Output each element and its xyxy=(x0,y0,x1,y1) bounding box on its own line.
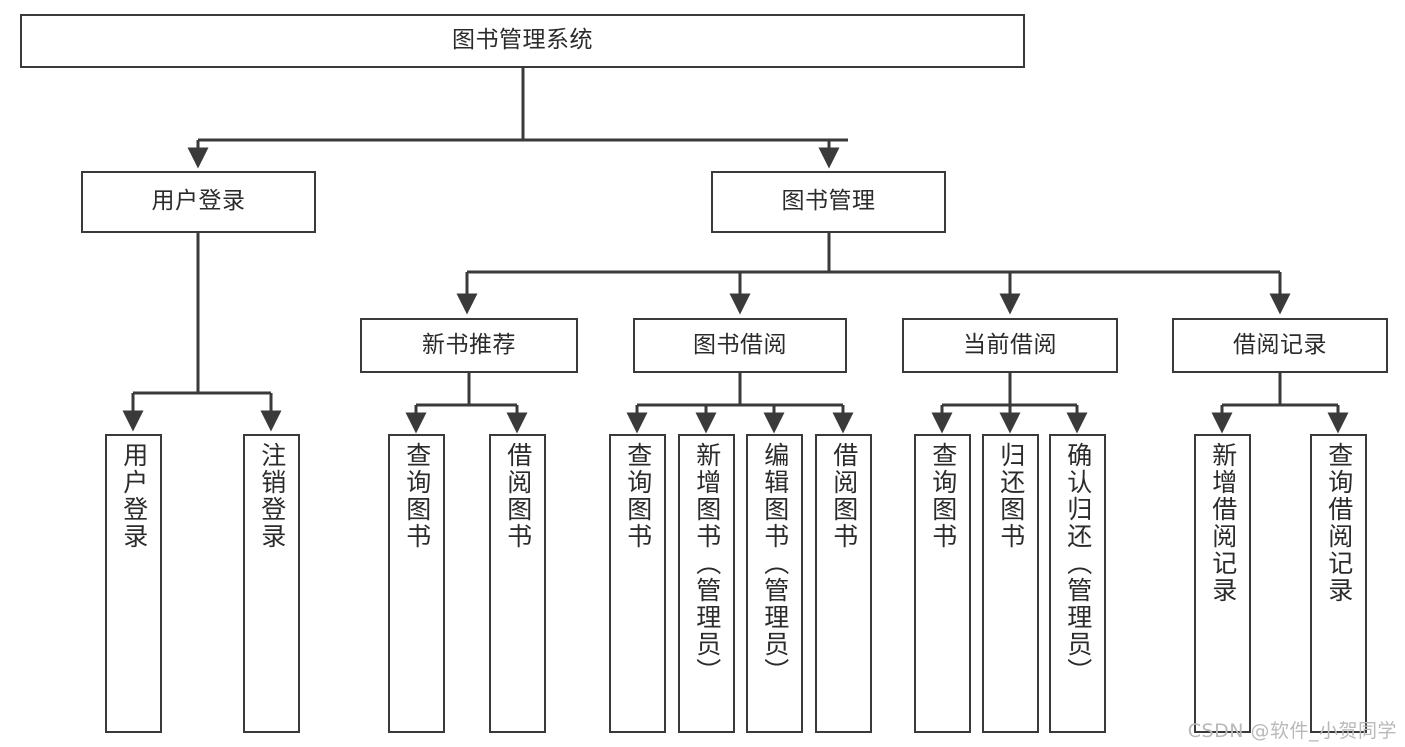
node-user-login[interactable]: 用户登录 xyxy=(81,171,316,233)
node-label: 新增图书（管理员） xyxy=(692,442,722,685)
node-label: 图书管理系统 xyxy=(452,27,593,54)
node-label: 新增借阅记录 xyxy=(1208,442,1238,604)
node-new-book-recommendation[interactable]: 新书推荐 xyxy=(360,318,578,373)
node-current-borrowing[interactable]: 当前借阅 xyxy=(902,318,1118,373)
node-label: 图书管理 xyxy=(781,188,876,215)
node-book-borrowing[interactable]: 图书借阅 xyxy=(633,318,847,373)
node-label: 借阅图书 xyxy=(829,442,859,550)
node-root-book-management-system[interactable]: 图书管理系统 xyxy=(20,14,1025,68)
leaf-user-login-logout[interactable]: 注销登录 xyxy=(243,434,300,733)
node-label: 查询图书 xyxy=(928,442,958,550)
leaf-user-login-login[interactable]: 用户登录 xyxy=(105,434,162,733)
node-label: 用户登录 xyxy=(151,188,246,215)
node-label: 编辑图书（管理员） xyxy=(760,442,790,685)
node-book-management[interactable]: 图书管理 xyxy=(711,171,946,233)
leaf-book-borrow-edit-book-admin[interactable]: 编辑图书（管理员） xyxy=(746,434,803,733)
leaf-borrow-record-add-record[interactable]: 新增借阅记录 xyxy=(1194,434,1251,733)
csdn-watermark: CSDN @软件_小贺同学 xyxy=(1187,720,1397,742)
node-label: 查询借阅记录 xyxy=(1324,442,1354,604)
node-label: 确认归还（管理员） xyxy=(1063,442,1093,685)
node-label: 借阅图书 xyxy=(503,442,533,550)
node-label: 用户登录 xyxy=(119,442,149,550)
node-label: 借阅记录 xyxy=(1233,331,1327,358)
leaf-current-borrow-return-book[interactable]: 归还图书 xyxy=(982,434,1039,733)
node-label: 新书推荐 xyxy=(422,331,516,358)
leaf-book-borrow-borrow-book[interactable]: 借阅图书 xyxy=(815,434,872,733)
node-borrowing-records[interactable]: 借阅记录 xyxy=(1172,318,1388,373)
node-label: 查询图书 xyxy=(623,442,653,550)
leaf-borrow-record-query-record[interactable]: 查询借阅记录 xyxy=(1310,434,1367,733)
node-label: 当前借阅 xyxy=(963,331,1057,358)
node-label: 归还图书 xyxy=(996,442,1026,550)
leaf-current-borrow-confirm-return-admin[interactable]: 确认归还（管理员） xyxy=(1049,434,1106,733)
leaf-new-book-query-book[interactable]: 查询图书 xyxy=(388,434,445,733)
node-label: 查询图书 xyxy=(402,442,432,550)
leaf-current-borrow-query-book[interactable]: 查询图书 xyxy=(914,434,971,733)
node-label: 图书借阅 xyxy=(693,331,787,358)
leaf-new-book-borrow-book[interactable]: 借阅图书 xyxy=(489,434,546,733)
leaf-book-borrow-add-book-admin[interactable]: 新增图书（管理员） xyxy=(678,434,735,733)
leaf-book-borrow-query-book[interactable]: 查询图书 xyxy=(609,434,666,733)
node-label: 注销登录 xyxy=(257,442,287,550)
